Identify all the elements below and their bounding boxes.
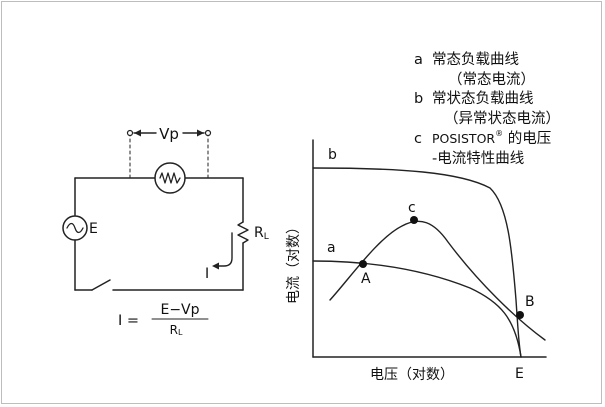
curve-a-label: a <box>327 240 336 256</box>
peak-point-c <box>410 216 418 224</box>
load-resistor-symbol <box>237 221 249 244</box>
circuit: Vp E RL I I = E−Vp RL <box>62 125 269 337</box>
vp-label: Vp <box>159 125 179 143</box>
formula-denominator: RL <box>170 323 183 337</box>
ac-wave-icon <box>66 222 84 234</box>
legend-sub-b: （异常状态电流） <box>444 110 560 127</box>
legend: a 常态负载曲线 （常态电流） b 常状态负载曲线 （异常状态电流） c POSIST… <box>414 51 560 169</box>
intersection-point-b <box>516 311 524 319</box>
current-arrow-line <box>215 232 233 267</box>
current-arrow-head <box>212 262 219 270</box>
curve-c-label: c <box>408 200 416 216</box>
legend-reg-mark: ® <box>495 129 504 138</box>
legend-sub-a: （常态电流） <box>448 71 535 88</box>
curve-b <box>312 167 522 358</box>
source-label: E <box>89 221 98 237</box>
vp-arrow-left-head <box>134 129 141 137</box>
legend-sub-c: -电流特性曲线 <box>432 150 525 167</box>
characteristic-graph: b a c A B E 电压（对数） 电流（对数） <box>286 139 547 383</box>
legend-item-a: a 常态负载曲线 <box>414 51 560 71</box>
x-axis-label: 电压（对数） <box>370 367 454 383</box>
legend-text-b: 常状态负载曲线 <box>432 91 534 107</box>
legend-brand-c: POSISTOR <box>432 131 496 146</box>
switch-blade <box>91 279 111 291</box>
posistor-zigzag-icon <box>159 172 181 184</box>
vp-arrow-right-head <box>197 129 204 137</box>
curve-b-label: b <box>328 147 337 163</box>
curve-a <box>312 260 522 358</box>
legend-item-b: b 常状态负载曲线 <box>414 90 560 110</box>
point-a-label: A <box>361 271 371 287</box>
legend-key-a: a <box>414 52 423 68</box>
vp-terminal-left-node <box>126 129 134 137</box>
legend-key-c: c <box>414 131 422 147</box>
point-b-label: B <box>525 294 535 310</box>
resistor-label: RL <box>254 225 269 242</box>
legend-text-a: 常态负载曲线 <box>432 52 519 68</box>
vp-terminal-right-node <box>204 129 212 137</box>
point-e-label: E <box>515 366 524 382</box>
legend-item-c: c POSISTOR® 的电压 <box>414 129 560 150</box>
formula-numerator: E−Vp <box>160 302 199 318</box>
intersection-point-a <box>359 260 367 268</box>
legend-text-c: 的电压 <box>503 131 552 147</box>
y-axis-label: 电流（对数） <box>286 220 302 304</box>
legend-key-b: b <box>414 91 424 107</box>
formula-lhs: I = <box>118 313 139 329</box>
current-label: I <box>205 266 209 282</box>
